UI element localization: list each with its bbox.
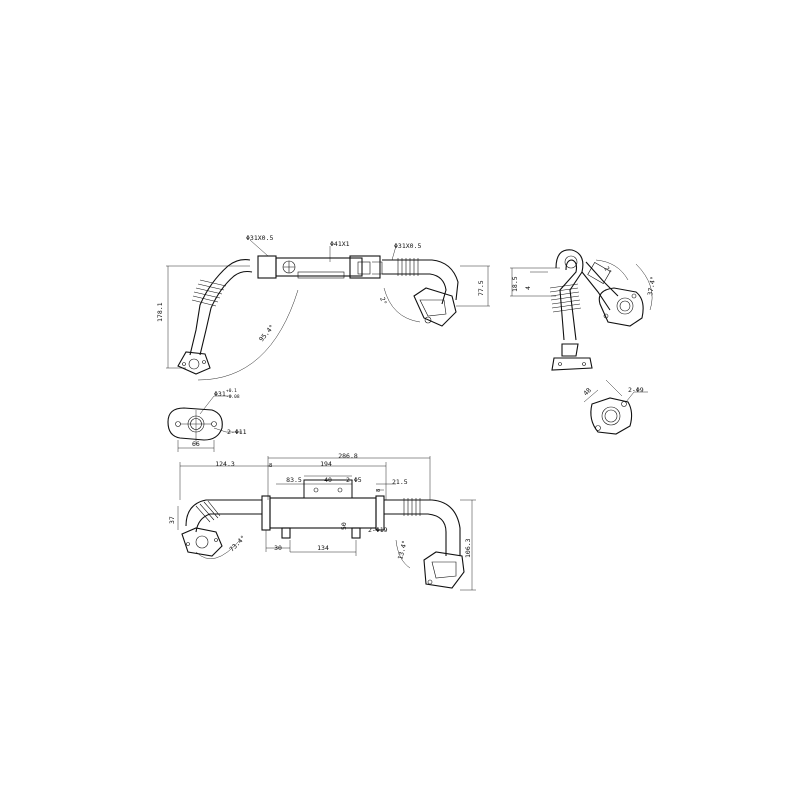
- top-right-tube-label: Φ31X0.5: [394, 242, 421, 250]
- front-right-flange: [423, 551, 465, 589]
- front-mark-a-label: 8: [269, 463, 272, 469]
- flange-left-tol-bottom: -0.08: [226, 394, 240, 400]
- top-left-bellows: [191, 279, 227, 307]
- front-view: 124.3 8 194 286.8 83.5 40 2-Φ5 8 21.5 37…: [168, 452, 476, 591]
- right-flange-detail: 48 2-Φ9: [582, 379, 648, 435]
- top-view: 178.1 95.4° 2° 77.5 Φ31X0.5 Φ41X1 Φ31X0.…: [156, 234, 490, 381]
- front-left-flange: [181, 527, 223, 557]
- front-bracket-label: 40: [324, 476, 332, 484]
- front-ports-label: 2-Φ19: [368, 526, 388, 534]
- side-angle-small-label: 2°: [602, 265, 613, 276]
- front-pitch-label: 83.5: [286, 476, 302, 484]
- flange-left-bore-label: Φ31: [214, 390, 226, 398]
- front-bracket: [303, 479, 353, 499]
- front-bracket-holes-label: 2-Φ5: [346, 476, 362, 484]
- front-port-height-label: 50: [340, 522, 348, 530]
- top-left-tube-label: Φ31X0.5: [246, 234, 273, 242]
- front-overall-length-label: 286.8: [338, 452, 358, 460]
- front-left-height-label: 37: [168, 516, 176, 524]
- side-offset-label: 4: [524, 286, 532, 290]
- front-right-offset-label: 21.5: [392, 478, 408, 486]
- side-view: 18.5 4 2° 37.4°: [510, 249, 657, 371]
- top-body-label: Φ41X1: [330, 240, 350, 248]
- front-port-span-label: 134: [317, 544, 329, 552]
- front-right-8-label: 8: [376, 489, 382, 492]
- top-height-label: 178.1: [156, 302, 164, 322]
- front-body-length-label: 194: [320, 460, 332, 468]
- flange-left-tol-top: +0.1: [226, 388, 237, 394]
- top-left-collar: [257, 255, 277, 279]
- side-flange: [598, 287, 644, 327]
- flange-right-holes-label: 2-Φ9: [628, 386, 644, 394]
- front-port-left-label: 30: [274, 544, 282, 552]
- front-right-bellows: [403, 498, 421, 516]
- front-left-angle-label: 73.4°: [228, 534, 248, 554]
- front-right-angle-label: 13.4°: [396, 540, 409, 561]
- top-angle-left-label: 95.4°: [257, 323, 276, 343]
- side-bellows: [549, 283, 582, 313]
- left-flange-detail: Φ31 +0.1 -0.08 66 2-Φ11: [167, 388, 247, 452]
- side-height-label: 18.5: [511, 276, 519, 292]
- top-right-height-label: 77.5: [477, 280, 485, 296]
- flange-left-holes-label: 2-Φ11: [227, 428, 247, 436]
- flange-left-width-label: 66: [192, 440, 200, 448]
- flange-right-spacing-label: 48: [582, 386, 593, 397]
- top-right-flange: [413, 287, 457, 327]
- front-body: [269, 497, 377, 529]
- front-port-right: [351, 527, 361, 539]
- front-left-bellows: [195, 500, 221, 523]
- top-left-flange: [177, 351, 211, 375]
- top-angle-right-label: 2°: [378, 296, 388, 306]
- top-right-bellows: [397, 258, 419, 276]
- front-left-offset-label: 124.3: [215, 460, 235, 468]
- top-body: [275, 257, 363, 277]
- side-angle-large-label: 37.4°: [646, 276, 657, 297]
- front-right-height-label: 106.3: [464, 538, 472, 558]
- front-port-left: [281, 527, 291, 539]
